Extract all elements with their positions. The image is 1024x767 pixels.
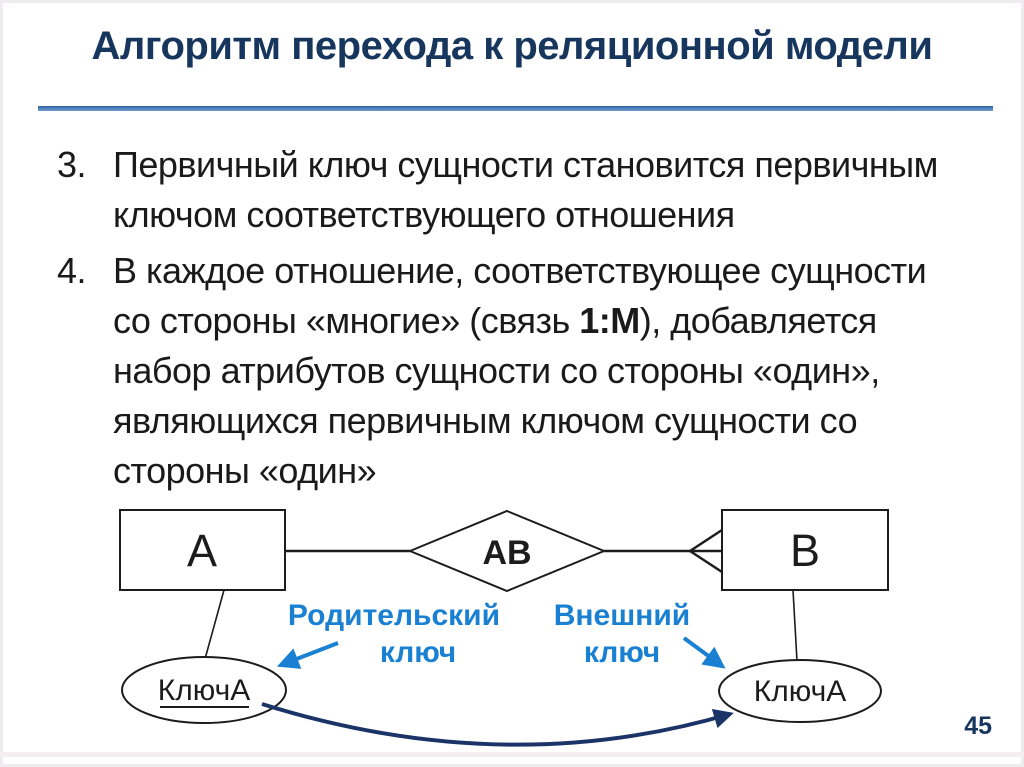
parent-key-arrow (276, 641, 339, 669)
line-b-to-key (792, 589, 798, 662)
item-line: ключом соответствующего отношения (113, 194, 735, 235)
diagram-image-bottom-edge (0, 752, 1024, 757)
algorithm-steps-list: 3. Первичный ключ сущности становится пе… (57, 140, 997, 502)
list-item-4: 4. В каждое отношение, соответствующее с… (57, 246, 997, 496)
entity-a-label: А (187, 525, 217, 576)
item-line-segment: со стороны «многие» (связь (113, 300, 580, 341)
list-item-3: 3. Первичный ключ сущности становится пе… (57, 140, 997, 240)
svg-text:Родительский: Родительский (288, 599, 500, 632)
item-number: 3. (57, 144, 87, 185)
slide-title: Алгоритм перехода к реляционной модели (91, 24, 933, 68)
key-migration-arrow (261, 702, 734, 747)
item-line: набор атрибутов сущности со стороны «оди… (113, 350, 880, 391)
foreign-key-arrow (682, 636, 726, 669)
crow-foot-many-connector (689, 528, 723, 574)
item-line: со стороны «многие» (связь 1:М), добавля… (113, 296, 997, 346)
svg-text:ключ: ключ (380, 636, 456, 669)
parent-key-label: Родительский ключ (288, 599, 500, 669)
page-number: 45 (964, 712, 992, 740)
item-line-segment: ), добавляется (639, 300, 878, 341)
foreign-key-label: Внешний ключ (554, 599, 690, 669)
key-ellipse-right (718, 659, 882, 723)
entity-b-box (721, 509, 889, 591)
svg-text:Внешний: Внешний (554, 599, 690, 632)
relationship-label: АВ (482, 534, 531, 572)
relation-cardinality-bold: 1:М (579, 300, 640, 341)
item-number: 4. (57, 250, 87, 291)
item-line: Первичный ключ сущности становится перви… (113, 144, 938, 185)
item-line: являющихся первичным ключом сущности со (113, 400, 858, 441)
line-a-to-key (204, 589, 225, 660)
svg-text:ключ: ключ (584, 636, 660, 669)
title-divider (38, 106, 993, 111)
item-line: В каждое отношение, соответствующее сущн… (113, 250, 927, 291)
key-right-label: КлючА (754, 675, 846, 708)
item-line: стороны «один» (113, 450, 377, 491)
relationship-diamond (407, 509, 607, 593)
key-left-label: КлючА (158, 674, 250, 707)
entity-a-box (119, 509, 286, 591)
entity-b-label: В (790, 525, 820, 576)
